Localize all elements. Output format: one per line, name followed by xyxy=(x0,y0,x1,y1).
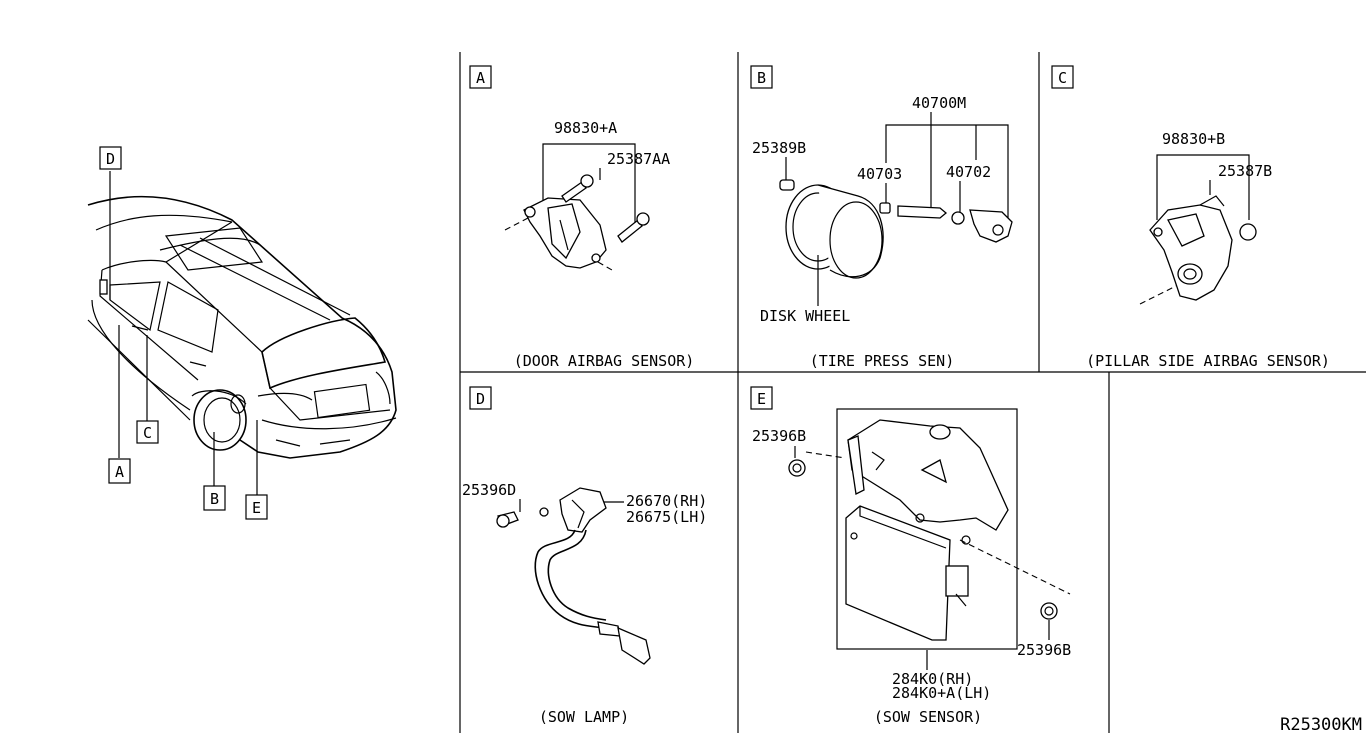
panel-b-letter-box xyxy=(750,65,773,89)
vehicle-callout-e: E xyxy=(245,494,268,520)
vehicle-callout-d: D xyxy=(99,146,122,170)
panel-d: D 25396D 26670(RH) 26675(LH) (SOW LAMP) xyxy=(462,386,707,726)
part-label-40702: 40702 xyxy=(946,163,991,181)
panel-b-caption: (TIRE PRESS SEN) xyxy=(810,352,955,370)
panel-e-letter: E xyxy=(757,390,766,408)
part-label-disk-wheel: DISK WHEEL xyxy=(760,307,850,325)
part-label-25387b: 25387B xyxy=(1218,162,1272,180)
part-label-284k0a-lh: 284K0+A(LH) xyxy=(892,684,991,702)
part-label-98830a: 98830+A xyxy=(554,119,617,137)
panel-d-letter-box xyxy=(469,386,492,410)
svg-text:A: A xyxy=(115,463,124,481)
panel-b-letter: B xyxy=(757,69,766,87)
panel-a-letter: A xyxy=(476,69,485,87)
vehicle-callout-lines xyxy=(109,171,258,495)
panel-a-letter-box xyxy=(469,65,492,89)
part-label-26675lh: 26675(LH) xyxy=(626,508,707,526)
panel-a-caption: (DOOR AIRBAG SENSOR) xyxy=(514,352,695,370)
vehicle-callout-b: B xyxy=(203,485,226,511)
part-label-26670rh: 26670(RH) xyxy=(626,492,707,510)
vehicle-callout-c: C xyxy=(136,420,159,444)
svg-text:C: C xyxy=(143,424,152,442)
panel-c-letter: C xyxy=(1058,69,1067,87)
part-label-284k0rh: 284K0(RH) xyxy=(892,670,973,688)
part-label-25387aa: 25387AA xyxy=(607,150,670,168)
panel-e-caption: (SOW SENSOR) xyxy=(874,708,982,726)
part-label-25389b: 25389B xyxy=(752,139,806,157)
svg-text:D: D xyxy=(106,150,115,168)
panel-a: A 98830+A 25387AA (DOOR AIRBAG SENSOR) xyxy=(469,65,695,370)
panel-e: E 25396B 25396B xyxy=(750,386,1071,726)
door-airbag-sensor-part xyxy=(504,174,650,271)
part-label-25396b-bottom: 25396B xyxy=(1017,641,1071,659)
disk-wheel-part xyxy=(779,179,884,279)
panel-c: C 98830+B 25387B (PILLAR SIDE AIRBAG SEN… xyxy=(1051,65,1330,370)
part-label-98830b: 98830+B xyxy=(1162,130,1225,148)
sow-lamp-part xyxy=(496,487,651,665)
sensor-assembly-box xyxy=(836,408,1018,650)
vehicle-illustration xyxy=(87,195,397,459)
pillar-airbag-sensor-part xyxy=(1139,195,1257,305)
svg-text:E: E xyxy=(252,499,261,517)
svg-text:B: B xyxy=(210,490,219,508)
panel-c-letter-box xyxy=(1051,65,1074,89)
panel-b: B 40700M 25389B 40703 40702 DISK WHEEL (… xyxy=(750,65,1013,370)
panel-grid xyxy=(459,52,1366,733)
vehicle-callout-a: A xyxy=(108,458,131,484)
panel-d-caption: (SOW LAMP) xyxy=(539,708,629,726)
part-label-40703: 40703 xyxy=(857,165,902,183)
part-label-25396b-top: 25396B xyxy=(752,427,806,445)
diagram-code: R25300KM xyxy=(1280,715,1362,735)
panel-d-letter: D xyxy=(476,390,485,408)
part-label-25396d: 25396D xyxy=(462,481,516,499)
part-label-40700m: 40700M xyxy=(912,94,966,112)
tire-pressure-sensor-part xyxy=(879,202,1013,243)
sow-sensor-part xyxy=(788,419,1071,641)
panel-c-caption: (PILLAR SIDE AIRBAG SENSOR) xyxy=(1086,352,1330,370)
panel-e-letter-box xyxy=(750,386,773,410)
